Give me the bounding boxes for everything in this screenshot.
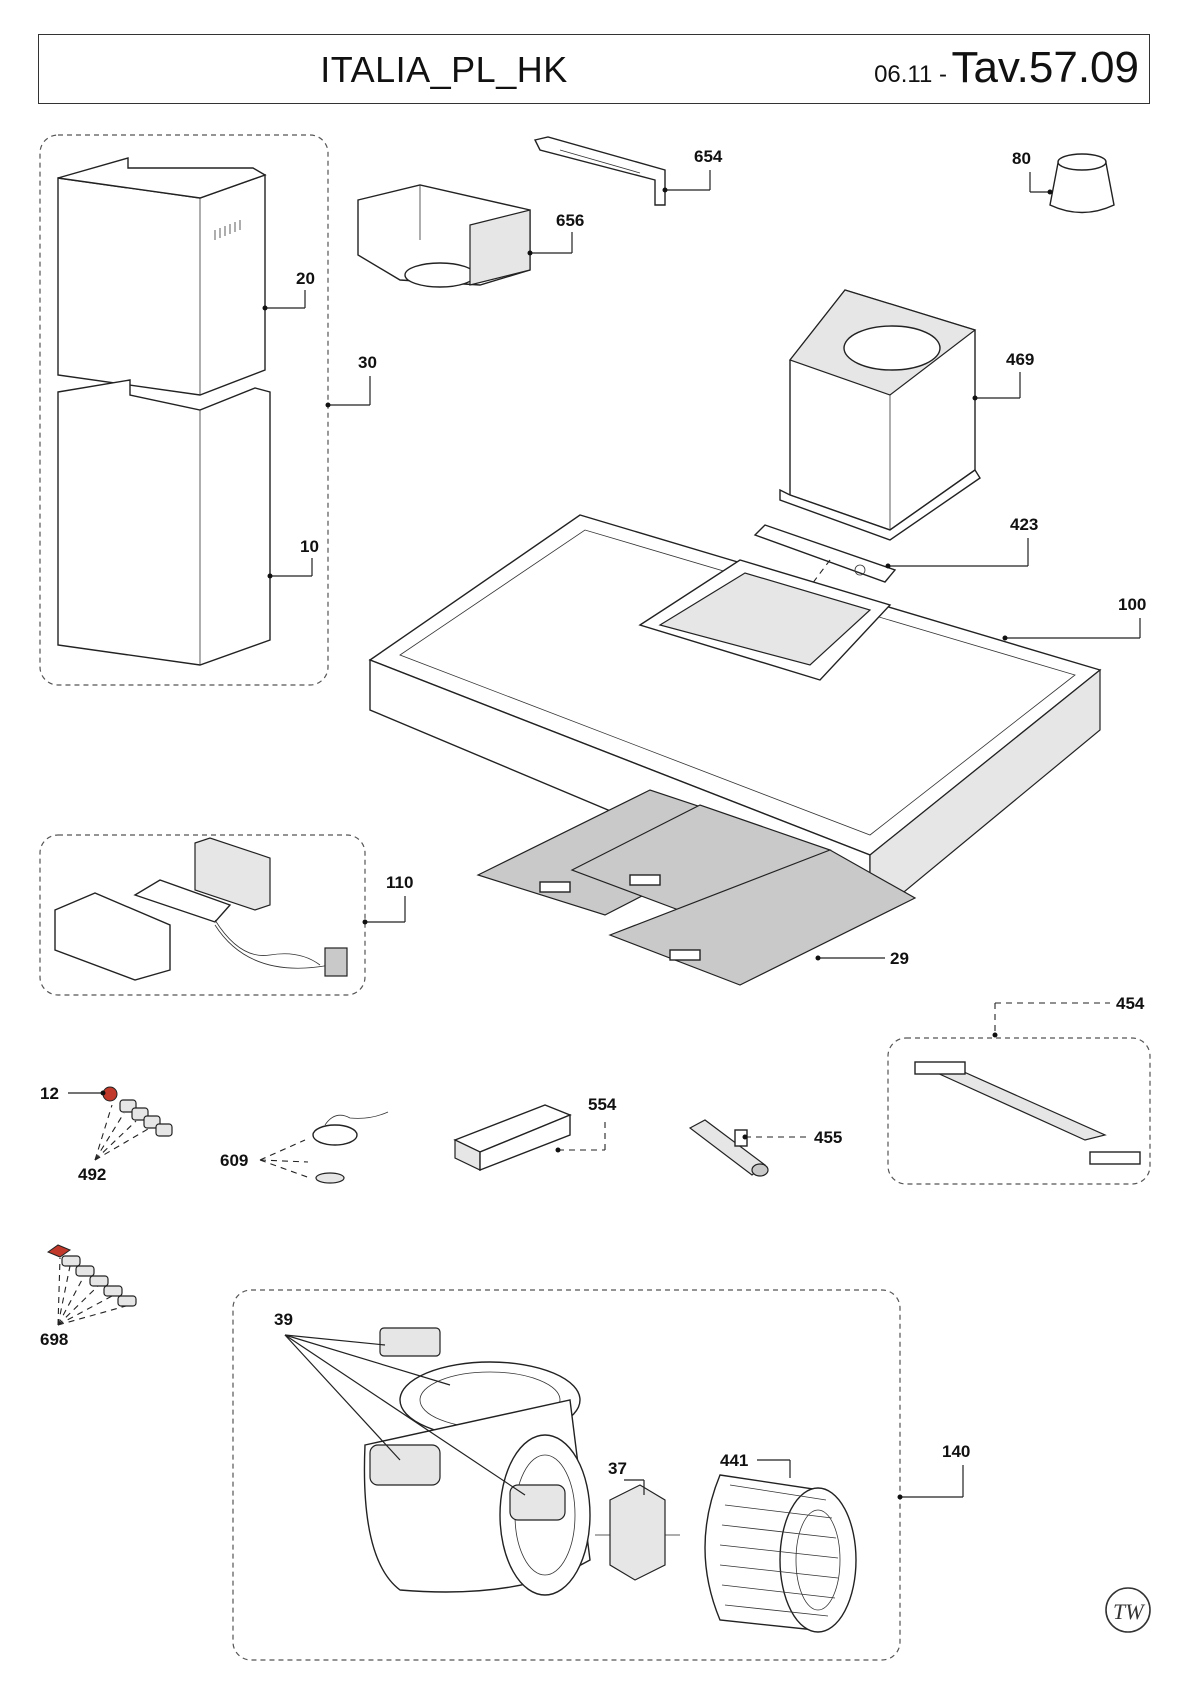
part-110-control-unit: [54, 837, 348, 981]
part-492-knobs: [102, 1086, 173, 1137]
group-110-outline: [39, 834, 366, 996]
part-29-grease-filters: [476, 789, 917, 986]
callout-698: 698: [40, 1330, 68, 1349]
callout-441: 441: [720, 1451, 748, 1470]
group-140-outline: [232, 1289, 901, 1661]
callout-29: 29: [890, 949, 909, 968]
part-39-motor-blower: [363, 1327, 591, 1596]
part-423-bracket: [753, 524, 897, 583]
table-reference: 06.11 - Tav.57.09: [874, 43, 1139, 93]
part-455-capacitor: [688, 1119, 769, 1177]
title-block: ITALIA_PL_HK 06.11 - Tav.57.09: [38, 34, 1150, 104]
group-454-outline: [887, 1037, 1151, 1185]
revision-date: 06.11 -: [874, 61, 947, 88]
callout-656: 656: [556, 211, 584, 230]
callout-609: 609: [220, 1151, 248, 1170]
part-37-capacitor-bracket: [595, 1484, 680, 1581]
part-10-lower-chimney: [57, 379, 271, 666]
manufacturer-logo: TW: [1105, 1587, 1151, 1633]
callout-454: 454: [1116, 994, 1145, 1013]
part-80-outlet-collar: [1049, 153, 1115, 214]
callout-469: 469: [1006, 350, 1034, 369]
part-656-air-deflector: [357, 184, 531, 288]
callout-37: 37: [608, 1459, 627, 1478]
callout-39: 39: [274, 1310, 293, 1329]
part-469-motor-housing: [779, 289, 981, 541]
callout-20: 20: [296, 269, 315, 288]
part-554-transformer: [453, 1104, 572, 1172]
part-654-mounting-bracket: [533, 136, 666, 206]
callout-554: 554: [588, 1095, 617, 1114]
callout-110: 110: [386, 873, 413, 892]
callout-100: 100: [1118, 595, 1146, 614]
callout-30: 30: [358, 353, 377, 372]
callout-654: 654: [694, 147, 723, 166]
part-609-lamp-holder: [312, 1111, 389, 1184]
callout-80: 80: [1012, 149, 1031, 168]
callout-10: 10: [300, 537, 319, 556]
part-698-push-buttons: [46, 1244, 137, 1307]
callout-455: 455: [814, 1128, 842, 1147]
callout-140: 140: [942, 1442, 970, 1461]
part-441-fan-wheel: [704, 1474, 857, 1633]
table-number: Tav.57.09: [951, 43, 1139, 92]
callout-492: 492: [78, 1165, 106, 1184]
logo-text: TW: [1113, 1599, 1145, 1624]
part-454-lamp-strip: [914, 1061, 1141, 1165]
drawing-title: ITALIA_PL_HK: [320, 49, 568, 90]
part-20-upper-chimney: [57, 157, 267, 396]
group-30-outline: [39, 134, 329, 686]
callout-423: 423: [1010, 515, 1038, 534]
callout-12: 12: [40, 1084, 59, 1103]
